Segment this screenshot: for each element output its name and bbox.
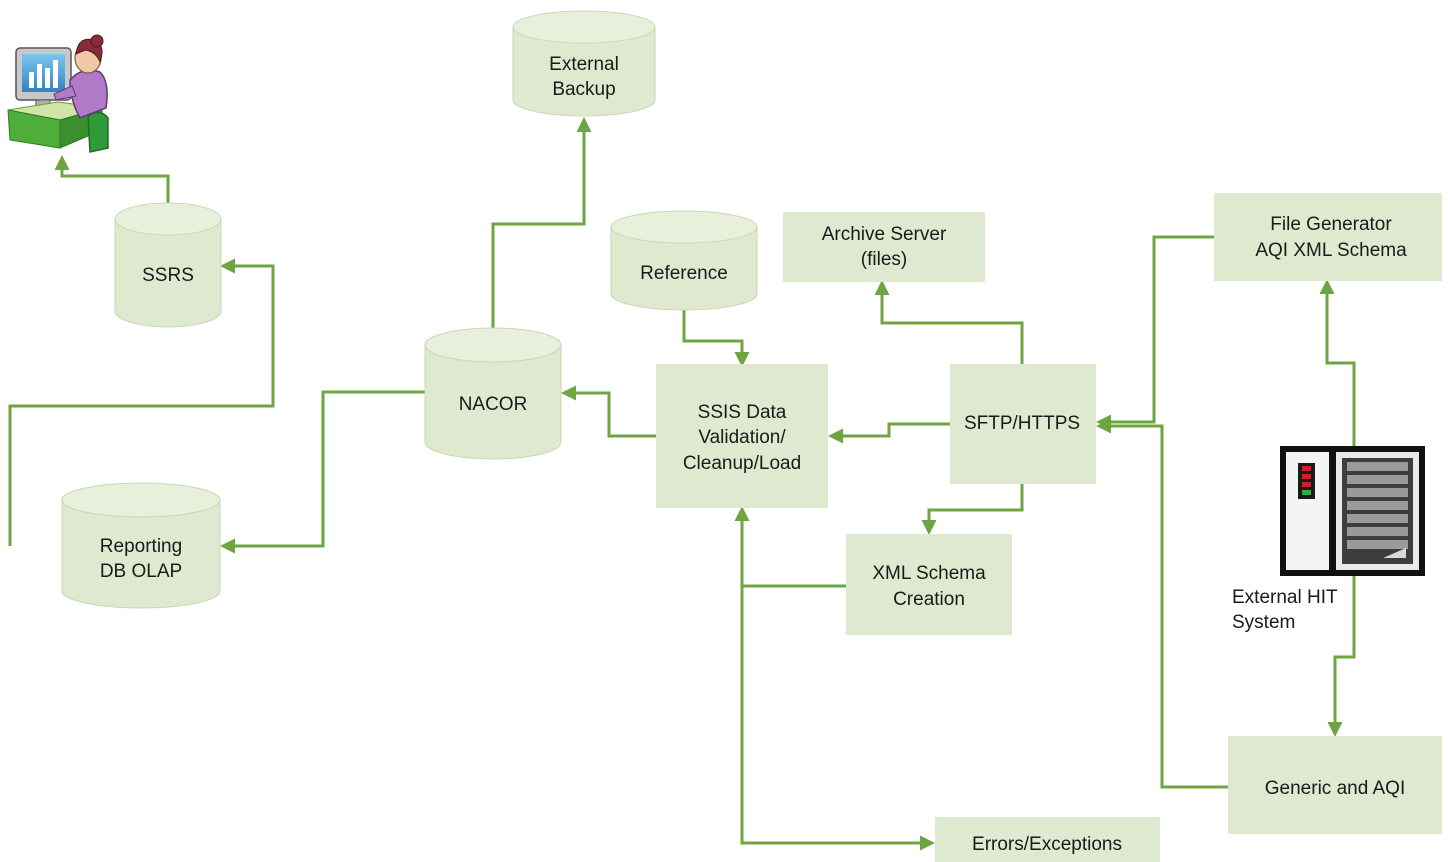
- ssis-label-line1: SSIS Data: [698, 402, 787, 423]
- file-generator-label-line1: File Generator: [1270, 214, 1392, 235]
- edge-ssrs-to-user: [54, 155, 170, 205]
- edge-nacor-to-reporting: [220, 390, 425, 554]
- sftp-box: SFTP/HTTPS: [950, 364, 1096, 484]
- edge-hit-to-generic: [1327, 576, 1356, 737]
- ssrs-label: SSRS: [142, 265, 194, 286]
- edge-hit-to-filegen: [1319, 279, 1356, 446]
- generic-aqi-box: Generic and AQI: [1228, 736, 1442, 834]
- server-rack-icon: [1280, 446, 1425, 576]
- xml-schema-label-line1: XML Schema: [872, 563, 986, 584]
- errors-label: Errors/Exceptions: [972, 834, 1122, 855]
- edge-generic-to-sftp: [1096, 418, 1228, 789]
- edge-reference-to-ssis: [682, 310, 750, 367]
- edge-reporting-to-ssrs: [8, 258, 275, 546]
- file-generator-box: File Generator AQI XML Schema: [1214, 193, 1442, 281]
- external-backup-db: External Backup: [512, 10, 656, 117]
- generic-aqi-label: Generic and AQI: [1265, 778, 1405, 799]
- edge-xml-to-ssis: [734, 506, 846, 588]
- edge-sftp-to-ssis: [828, 422, 950, 444]
- xml-schema-label-line2: Creation: [893, 589, 965, 610]
- archive-server-box: Archive Server (files): [783, 212, 985, 282]
- nacor-db: NACOR: [424, 327, 562, 460]
- reporting-db-label-line2: DB OLAP: [100, 561, 182, 582]
- ssis-box: SSIS Data Validation/ Cleanup/Load: [656, 364, 828, 508]
- edge-filegen-to-sftp: [1096, 235, 1214, 430]
- connectors: [8, 117, 1356, 851]
- xml-schema-box: XML Schema Creation: [846, 534, 1012, 635]
- edge-sftp-to-xml-schema: [921, 484, 1024, 535]
- external-hit-label-line2: System: [1232, 612, 1295, 633]
- ssis-label-line2: Validation/: [698, 427, 786, 448]
- reporting-db: Reporting DB OLAP: [61, 482, 221, 609]
- nacor-label: NACOR: [459, 394, 528, 415]
- errors-box: Errors/Exceptions: [935, 817, 1160, 862]
- edge-ssis-to-nacor: [561, 385, 656, 438]
- edge-ssis-to-errors: [740, 586, 935, 851]
- user-at-computer-icon: [7, 34, 109, 153]
- archive-server-label-line1: Archive Server: [822, 224, 947, 245]
- file-generator-label-line2: AQI XML Schema: [1255, 240, 1407, 261]
- sftp-label: SFTP/HTTPS: [964, 413, 1080, 434]
- ssis-label-line3: Cleanup/Load: [683, 453, 801, 474]
- reporting-db-label-line1: Reporting: [100, 536, 182, 557]
- ssrs-db: SSRS: [114, 202, 222, 328]
- external-hit-label-line1: External HIT: [1232, 587, 1338, 608]
- reference-db: Reference: [610, 210, 758, 311]
- edge-nacor-to-backup: [491, 117, 592, 330]
- archive-server-label-line2: (files): [861, 249, 907, 270]
- external-backup-label-line2: Backup: [552, 79, 615, 100]
- external-backup-label-line1: External: [549, 54, 619, 75]
- reference-label: Reference: [640, 263, 728, 284]
- edge-sftp-to-archive: [874, 280, 1024, 364]
